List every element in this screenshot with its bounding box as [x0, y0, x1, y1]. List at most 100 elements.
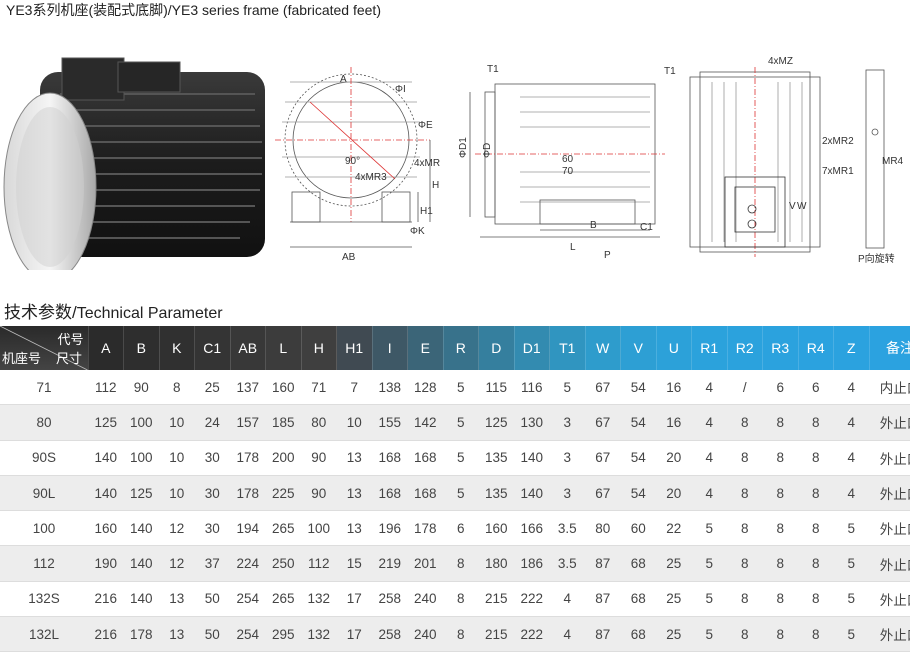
table-cell: 8	[762, 581, 798, 618]
side-view-drawing	[469, 83, 665, 238]
front-label-angle: 90°	[345, 156, 360, 167]
table-cell: 201	[407, 545, 443, 582]
motor-frame-photo	[3, 57, 265, 270]
front-view-drawing	[275, 67, 431, 248]
side-label-d1: ΦD1	[458, 137, 469, 158]
table-cell: 112	[88, 370, 124, 406]
table-cell: 22	[656, 510, 692, 547]
table-cell: 8	[727, 545, 763, 582]
table-cell: 外止口	[869, 545, 910, 582]
table-cell: 10	[336, 404, 372, 441]
table-cell: 25	[194, 370, 230, 406]
table-cell: 8	[159, 370, 195, 406]
top-label-mr1: 7xMR1	[822, 166, 854, 177]
table-cell: 3	[549, 440, 585, 476]
table-cell: 4	[833, 440, 869, 476]
top-label-w: W	[797, 201, 807, 212]
table-cell: 258	[372, 581, 408, 618]
table-cell: 140	[514, 440, 550, 476]
table-cell: 132	[301, 616, 337, 652]
table-cell: 71	[301, 370, 337, 406]
column-header-r2: R2	[727, 326, 763, 370]
table-cell: 8	[798, 475, 834, 512]
table-cell: 外止口	[869, 475, 910, 512]
table-corner-header: 代号 机座号 尺寸	[0, 326, 89, 370]
table-cell: 25	[656, 581, 692, 618]
column-header-w: W	[585, 326, 621, 370]
column-header-i: I	[372, 326, 408, 370]
table-cell: 4	[833, 475, 869, 512]
table-cell: 外止口	[869, 616, 910, 652]
table-cell: 250	[265, 545, 301, 582]
table-cell: 7	[336, 370, 372, 406]
table-cell: 186	[514, 545, 550, 582]
table-cell: 8	[798, 545, 834, 582]
table-cell: 240	[407, 616, 443, 652]
table-cell: 216	[88, 616, 124, 652]
table-cell: 125	[88, 404, 124, 441]
front-label-a: A	[340, 74, 347, 85]
side-label-70: 70	[562, 166, 574, 177]
table-cell: 4	[833, 404, 869, 441]
table-cell: 100	[123, 440, 159, 476]
frame-number-cell: 90L	[0, 475, 88, 512]
column-header-c1: C1	[194, 326, 231, 370]
table-cell: 67	[585, 475, 621, 512]
table-cell: 125	[478, 404, 514, 441]
column-header-t1: T1	[549, 326, 586, 370]
table-cell: 5	[833, 545, 869, 582]
table-cell: 10	[159, 404, 195, 441]
table-cell: 87	[585, 616, 621, 652]
table-cell: 142	[407, 404, 443, 441]
column-header-r1: R1	[691, 326, 728, 370]
corner-label-frame: 机座号	[2, 351, 42, 366]
table-cell: 140	[123, 510, 159, 547]
table-cell: 5	[443, 475, 479, 512]
table-cell: 168	[407, 475, 443, 512]
frame-number-cell: 100	[0, 510, 88, 547]
table-cell: 140	[123, 545, 159, 582]
front-label-i: ΦI	[395, 84, 406, 95]
table-cell: 87	[585, 545, 621, 582]
side-label-l: L	[570, 242, 576, 253]
table-cell: 8	[798, 616, 834, 652]
front-label-mr3: 4xMR3	[355, 172, 387, 183]
table-cell: 3.5	[549, 510, 585, 547]
column-header-a: A	[88, 326, 124, 370]
table-cell: 68	[620, 581, 656, 618]
table-cell: 140	[123, 581, 159, 618]
table-cell: 130	[514, 404, 550, 441]
table-cell: 125	[123, 475, 159, 512]
column-header-v: V	[620, 326, 657, 370]
corner-label-code: 代号	[57, 332, 84, 347]
table-cell: 168	[372, 475, 408, 512]
table-cell: 10	[159, 475, 195, 512]
table-cell: 6	[762, 370, 798, 406]
table-cell: 60	[620, 510, 656, 547]
corner-label-size: 尺寸	[56, 351, 83, 366]
column-header-e: E	[407, 326, 444, 370]
section-title-cn: 技术参数	[4, 303, 72, 322]
front-label-e: ΦE	[418, 120, 433, 131]
column-header-u: U	[656, 326, 692, 370]
table-cell: 5	[443, 404, 479, 441]
table-cell: 135	[478, 440, 514, 476]
table-cell: 80	[301, 404, 337, 441]
column-header-ab: AB	[230, 326, 266, 370]
table-cell: 50	[194, 616, 230, 652]
table-cell: 5	[691, 510, 727, 547]
table-cell: 128	[407, 370, 443, 406]
table-cell: 5	[691, 581, 727, 618]
table-cell: 222	[514, 616, 550, 652]
table-cell: 178	[407, 510, 443, 547]
table-cell: 17	[336, 581, 372, 618]
front-label-mr: 4xMR	[414, 158, 440, 169]
table-cell: 13	[159, 581, 195, 618]
table-cell: 4	[691, 440, 727, 476]
table-cell: 67	[585, 370, 621, 406]
